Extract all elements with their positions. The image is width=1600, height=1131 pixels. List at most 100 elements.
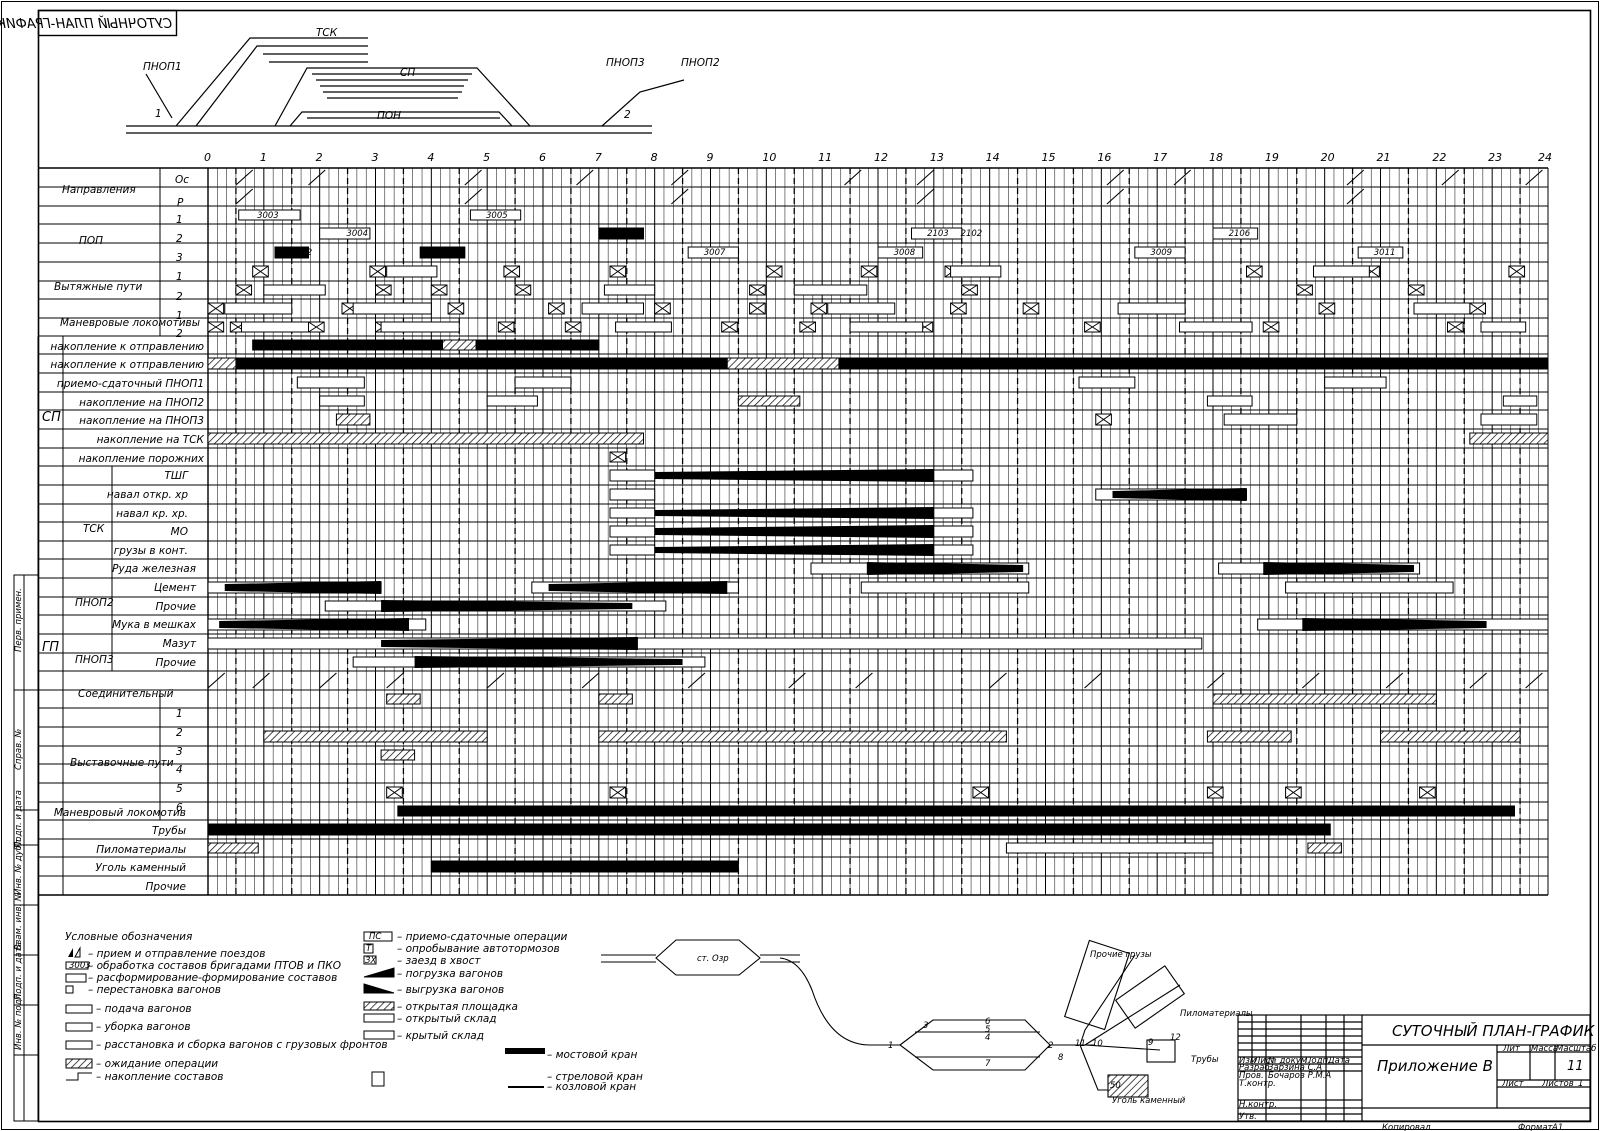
sp-accumulation-main	[207, 357, 1549, 370]
legend-item: – стреловой кран	[547, 1071, 643, 1083]
unloading	[414, 656, 683, 668]
operation-bar	[615, 321, 672, 333]
row-labels: Направления Оc Р ПОП 1 2 3 Вытяжные пути…	[42, 174, 205, 893]
pop-bar	[1134, 246, 1186, 259]
operation-bar	[1480, 321, 1527, 333]
row-napravleniya: Направления	[62, 184, 136, 196]
cross-line	[1508, 265, 1525, 278]
arrival-arrow	[1441, 169, 1460, 186]
cross-line	[654, 302, 671, 315]
operation-bar	[827, 302, 896, 315]
hour-label: 4	[427, 151, 434, 164]
row-pop-2: 2	[176, 233, 183, 245]
station-track-number: 8	[1058, 1053, 1064, 1063]
pop-train-number: 3008	[894, 248, 916, 258]
pop-bar	[319, 227, 371, 240]
connecting-arrow	[486, 672, 505, 689]
pop-train-number: 3003	[257, 211, 279, 221]
cross-line	[860, 265, 878, 278]
cross-line	[1095, 413, 1112, 426]
legend-t-box-text: Т	[366, 944, 372, 954]
cross-line	[1469, 302, 1486, 315]
operation-bar	[263, 284, 326, 296]
tsk-row-label: грузы в конт.	[114, 545, 188, 557]
pop-train-number: 2106	[1229, 229, 1251, 239]
operation-bar	[1502, 395, 1538, 407]
loading	[224, 581, 382, 594]
hour-label: 10	[762, 151, 776, 164]
tb-list: Лист	[1501, 1079, 1525, 1089]
side-stamp-label: Подп. и дата	[14, 790, 24, 848]
cross-line	[375, 284, 392, 296]
legend: Условные обозначения – прием и отправлен…	[65, 931, 643, 1093]
operation-bar	[609, 469, 656, 482]
hour-label: 5	[483, 151, 490, 164]
legend-item: – уборка вагонов	[96, 1021, 191, 1033]
operation-bar	[1413, 302, 1471, 315]
row-vytyazhnye: Вытяжные пути	[54, 281, 143, 293]
sp-wait	[442, 339, 477, 351]
legend-bridge-crane-icon	[505, 1048, 545, 1054]
row-vys-2: 2	[176, 727, 183, 739]
hour-label: 8	[651, 151, 658, 164]
cross-line	[447, 302, 465, 315]
exhibit-wait	[1380, 730, 1521, 743]
side-stamp-label: Перв. примен.	[14, 588, 24, 652]
arrival-arrow	[576, 169, 594, 186]
connecting-arrow	[252, 672, 270, 689]
row-tsk: ТСК	[83, 523, 105, 535]
tb-title: СУТОЧНЫЙ ПЛАН-ГРАФИК	[1392, 1021, 1596, 1040]
cross-line	[207, 321, 224, 333]
arrival-arrow	[1525, 169, 1543, 186]
legend-brake-icon	[363, 943, 374, 954]
exhibit-wait	[598, 730, 1007, 743]
station-diagram	[601, 939, 1186, 1098]
legend-item: – подача вагонов	[96, 1003, 192, 1015]
cross-line	[766, 265, 783, 278]
hour-label: 23	[1488, 151, 1502, 164]
operation-bar	[1078, 376, 1136, 389]
tb-utv: Утв.	[1239, 1112, 1257, 1122]
legend-item: – открытый склад	[397, 1013, 497, 1025]
arrival-arrow	[1106, 169, 1125, 186]
operation-bar	[1480, 413, 1538, 426]
legend-load-icon	[363, 967, 395, 978]
scheme-end-1: 1	[155, 108, 162, 120]
sp-wait	[726, 357, 840, 370]
legend-open-store-icon	[363, 1013, 395, 1023]
legend-open-area-icon	[363, 1001, 395, 1011]
tsk-loading	[1112, 488, 1247, 501]
row-vys-5: 5	[176, 783, 183, 795]
pop-train-number: 3005	[486, 211, 508, 221]
bottom-row-label: Прочие	[146, 881, 186, 893]
hour-label: 18	[1209, 151, 1223, 164]
arrival-arrow	[235, 169, 254, 186]
station-name: ст. Озр	[697, 954, 729, 964]
bottom-row-label: Маневровый локомотив	[54, 807, 186, 819]
scheme-tsk: ТСК	[316, 27, 338, 39]
cross-line	[565, 321, 582, 333]
row-vys-6: 6	[176, 802, 183, 814]
arrival-arrow	[916, 169, 935, 186]
operation-bar	[860, 581, 1030, 594]
exhibit-wait	[598, 693, 633, 705]
sp-accumulation	[252, 339, 600, 351]
row-soed: Соединительный	[78, 688, 174, 700]
pop-train-number: 3006	[614, 229, 636, 239]
cross-line	[514, 284, 531, 296]
row-manevr-lok: Маневровые локомотивы	[60, 317, 200, 329]
connecting-arrow	[207, 672, 226, 689]
tb-izm: Изм	[1239, 1056, 1257, 1066]
cross-line	[252, 265, 269, 278]
tb-tkontr: Т.контр.	[1239, 1079, 1276, 1089]
cross-line	[498, 321, 515, 333]
cross-line	[609, 265, 626, 278]
legend-item: – крытый склад	[397, 1030, 484, 1042]
row-p: Р	[177, 197, 184, 209]
pop-bar	[911, 227, 963, 240]
hour-label: 11	[818, 151, 832, 164]
hour-label: 9	[707, 151, 714, 164]
pop-train-number: 2102	[961, 229, 983, 239]
legend-train-icon	[68, 948, 73, 957]
